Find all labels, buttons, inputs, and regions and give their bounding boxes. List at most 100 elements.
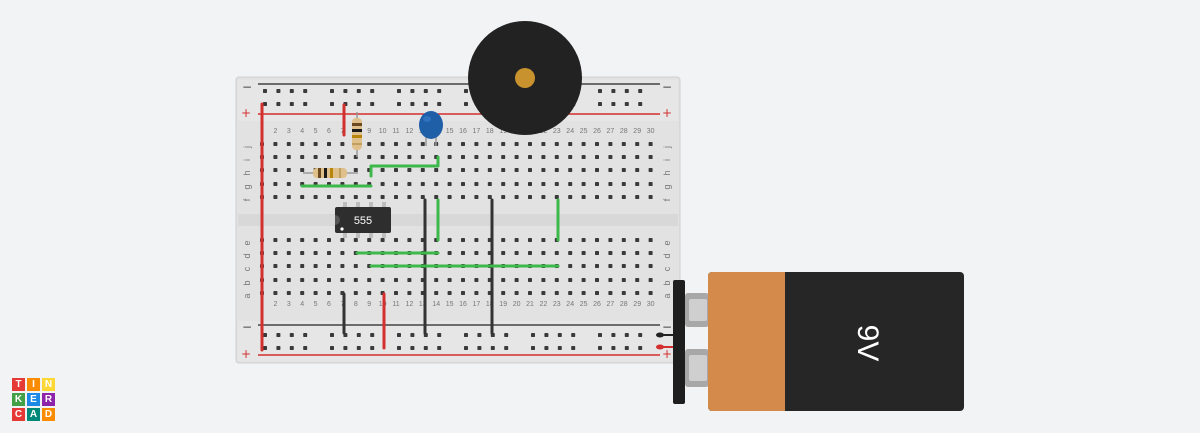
breadboard-hole[interactable] [474, 238, 479, 242]
breadboard-hole[interactable] [380, 155, 385, 159]
breadboard-hole[interactable] [420, 168, 425, 172]
breadboard-hole[interactable] [638, 333, 643, 337]
breadboard-hole[interactable] [635, 142, 640, 146]
breadboard-hole[interactable] [474, 155, 479, 159]
wires[interactable] [260, 102, 560, 352]
breadboard-hole[interactable] [447, 168, 452, 172]
breadboard-hole[interactable] [638, 346, 643, 350]
breadboard-hole[interactable] [434, 195, 439, 199]
breadboard-hole[interactable] [541, 168, 546, 172]
breadboard-hole[interactable] [461, 142, 465, 146]
breadboard-hole[interactable] [447, 251, 452, 255]
breadboard-hole[interactable] [367, 155, 372, 159]
breadboard-hole[interactable] [474, 251, 479, 255]
resistor-vertical[interactable] [352, 112, 362, 157]
breadboard-hole[interactable] [638, 89, 643, 93]
breadboard-hole[interactable] [286, 264, 291, 268]
breadboard-hole[interactable] [514, 142, 519, 146]
breadboard-hole[interactable] [394, 182, 398, 186]
breadboard-hole[interactable] [528, 195, 532, 199]
breadboard-hole[interactable] [423, 346, 428, 350]
breadboard-hole[interactable] [501, 168, 506, 172]
breadboard-hole[interactable] [461, 155, 465, 159]
breadboard-hole[interactable] [598, 102, 602, 106]
breadboard-hole[interactable] [434, 291, 439, 295]
breadboard-hole[interactable] [608, 278, 613, 282]
breadboard-hole[interactable] [327, 251, 331, 255]
breadboard-hole[interactable] [571, 346, 576, 350]
breadboard-hole[interactable] [356, 346, 361, 350]
breadboard-hole[interactable] [581, 278, 586, 282]
breadboard-hole[interactable] [353, 195, 358, 199]
breadboard-hole[interactable] [531, 346, 535, 350]
breadboard-hole[interactable] [624, 346, 629, 350]
breadboard-hole[interactable] [581, 238, 586, 242]
breadboard-hole[interactable] [300, 278, 305, 282]
breadboard-hole[interactable] [638, 102, 643, 106]
breadboard-hole[interactable] [621, 195, 626, 199]
breadboard-hole[interactable] [554, 155, 559, 159]
breadboard-hole[interactable] [447, 195, 452, 199]
breadboard-hole[interactable] [437, 346, 442, 350]
breadboard-hole[interactable] [407, 238, 412, 242]
breadboard-hole[interactable] [330, 346, 334, 350]
breadboard-hole[interactable] [330, 89, 334, 93]
breadboard-hole[interactable] [501, 195, 506, 199]
breadboard-hole[interactable] [608, 142, 613, 146]
breadboard-hole[interactable] [568, 251, 573, 255]
breadboard-hole[interactable] [568, 168, 573, 172]
green-wire-bent[interactable] [369, 155, 440, 178]
breadboard-hole[interactable] [568, 238, 573, 242]
breadboard-hole[interactable] [487, 155, 492, 159]
breadboard-hole[interactable] [648, 278, 653, 282]
breadboard-hole[interactable] [286, 278, 291, 282]
breadboard-hole[interactable] [490, 346, 495, 350]
breadboard-hole[interactable] [501, 278, 506, 282]
breadboard-hole[interactable] [340, 264, 345, 268]
breadboard-hole[interactable] [410, 346, 415, 350]
breadboard-hole[interactable] [568, 278, 573, 282]
breadboard-hole[interactable] [286, 291, 291, 295]
breadboard-hole[interactable] [340, 251, 345, 255]
breadboard-hole[interactable] [595, 168, 599, 172]
breadboard-hole[interactable] [621, 155, 626, 159]
breadboard-hole[interactable] [356, 102, 361, 106]
breadboard-hole[interactable] [289, 346, 294, 350]
breadboard-hole[interactable] [273, 155, 278, 159]
breadboard-hole[interactable] [554, 291, 559, 295]
breadboard-hole[interactable] [356, 89, 361, 93]
breadboard-hole[interactable] [528, 238, 532, 242]
breadboard-hole[interactable] [541, 155, 546, 159]
breadboard-hole[interactable] [554, 195, 559, 199]
breadboard-hole[interactable] [554, 251, 559, 255]
breadboard-hole[interactable] [447, 142, 452, 146]
breadboard-hole[interactable] [514, 278, 519, 282]
breadboard-hole[interactable] [461, 291, 465, 295]
breadboard-hole[interactable] [286, 195, 291, 199]
breadboard-hole[interactable] [423, 102, 428, 106]
breadboard-hole[interactable] [635, 264, 640, 268]
breadboard-hole[interactable] [598, 333, 602, 337]
breadboard-hole[interactable] [514, 238, 519, 242]
breadboard-hole[interactable] [635, 155, 640, 159]
battery-9v[interactable]: 9V [673, 272, 964, 411]
breadboard-hole[interactable] [397, 346, 401, 350]
breadboard-hole[interactable] [300, 195, 305, 199]
breadboard-hole[interactable] [353, 264, 358, 268]
breadboard-hole[interactable] [300, 251, 305, 255]
breadboard-hole[interactable] [423, 89, 428, 93]
breadboard-hole[interactable] [353, 278, 358, 282]
breadboard-hole[interactable] [501, 291, 506, 295]
breadboard-hole[interactable] [648, 238, 653, 242]
breadboard-hole[interactable] [437, 89, 442, 93]
breadboard-hole[interactable] [300, 142, 305, 146]
breadboard-hole[interactable] [611, 89, 616, 93]
breadboard-hole[interactable] [327, 238, 331, 242]
breadboard-hole[interactable] [327, 142, 331, 146]
breadboard-hole[interactable] [554, 278, 559, 282]
breadboard-hole[interactable] [464, 333, 468, 337]
breadboard-hole[interactable] [397, 89, 401, 93]
resistor-horizontal[interactable] [303, 168, 358, 178]
breadboard-hole[interactable] [394, 291, 398, 295]
